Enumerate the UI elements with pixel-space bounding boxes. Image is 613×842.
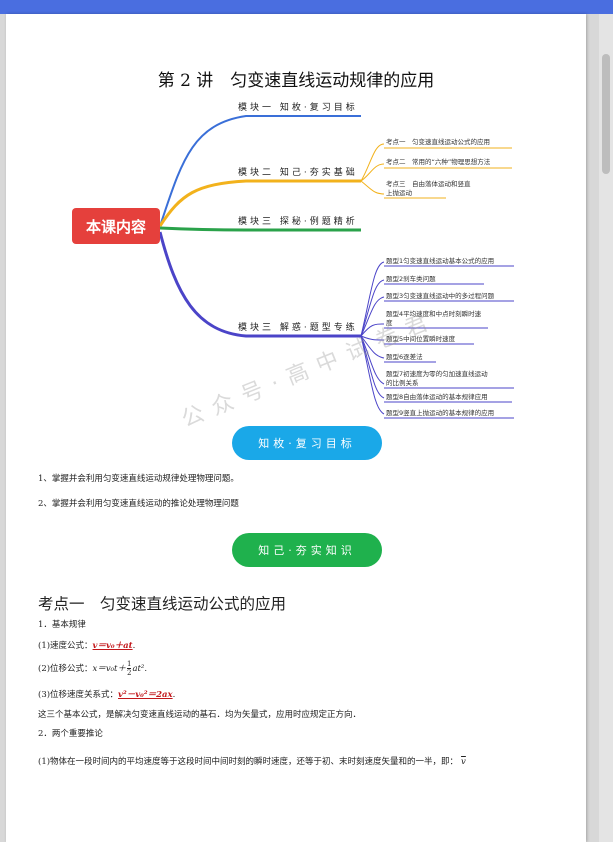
list-item: 考点三 自由落体运动和竖直	[386, 180, 471, 188]
objective-1: 1、掌握并会利用匀变速直线运动规律处理物理问题。	[38, 474, 239, 484]
formula-note: 这三个基本公式，是解决匀变速直线运动的基石．均为矢量式，应用时应规定正方向．	[38, 710, 362, 720]
list-item: 题型3匀变速直线运动中的多过程问题	[386, 292, 495, 300]
list-item: 度	[386, 319, 393, 327]
basics-banner: 知己·夯实知识	[232, 533, 382, 567]
velocity-displacement-line: (3)位移速度关系式：v²－v₀²＝2ax.	[38, 690, 176, 700]
branch-label-examples: 模块三 探秘·例题精析	[238, 217, 358, 227]
list-item: 上抛运动	[386, 189, 412, 197]
average-velocity-symbol: v	[461, 757, 466, 767]
list-item: 考点一 匀变速直线运动公式的应用	[386, 138, 490, 146]
list-item: 题型2刹车类问题	[386, 275, 436, 283]
branch-label-practice: 模块三 解惑·题型专练	[238, 323, 358, 333]
mindmap-connectors	[158, 115, 514, 419]
top-toolbar	[0, 0, 613, 14]
list-item: 题型8自由落体运动的基本规律应用	[386, 393, 488, 401]
section-heading: 考点一 匀变速直线运动公式的应用	[38, 595, 287, 613]
page-title: 第 2 讲 匀变速直线运动规律的应用	[157, 71, 435, 91]
scroll-thumb[interactable]	[602, 54, 610, 174]
subheading-basic-rules: 1．基本规律	[38, 620, 86, 630]
branch-line-4	[158, 231, 361, 338]
review-goals-banner: 知枚·复习目标	[232, 426, 382, 460]
list-item: 题型5中间位置瞬时速度	[386, 335, 456, 343]
inference-1: (1)物体在一段时间内的平均速度等于这段时间中间时刻的瞬时速度，还等于初、末时刻…	[38, 757, 466, 767]
list-item: 考点二 常用的“六种”物理思想方法	[386, 158, 491, 166]
list-item: 题型1匀变速直线运动基本公式的应用	[386, 257, 495, 265]
branch-line-2	[158, 179, 361, 227]
mindmap-center-node: 本课内容	[72, 208, 160, 244]
velocity-displacement-formula: v²－v₀²＝2ax	[118, 690, 173, 700]
list-item: 题型4平均速度和中点时刻瞬时速	[386, 310, 482, 318]
velocity-formula-line: (1)速度公式：v＝v₀＋at.	[38, 641, 136, 651]
list-item: 题型7初速度为零的匀加速直线运动	[386, 370, 488, 378]
branch-line-1	[159, 115, 361, 227]
list-item: 的比例关系	[386, 379, 419, 387]
objective-2: 2、掌握并会利用匀变速直线运动的推论处理物理问题	[38, 499, 239, 509]
subheading-inferences: 2．两个重要推论	[38, 729, 103, 739]
branch-label-basics: 模块二 知己·夯实基础	[238, 168, 358, 178]
branch-label-review: 模块一 知枚·复习目标	[238, 103, 358, 113]
document-page: 第 2 讲 匀变速直线运动规律的应用 模块一 知枚·复习目标 模块二 知己·夯实…	[6, 14, 586, 842]
branch-line-3	[159, 226, 361, 232]
list-item: 题型9竖直上抛运动的基本规律的应用	[386, 409, 495, 417]
list-item: 题型6逐差法	[386, 353, 423, 361]
velocity-formula: v＝v₀＋at	[92, 641, 133, 651]
scrollbar[interactable]	[599, 14, 613, 842]
